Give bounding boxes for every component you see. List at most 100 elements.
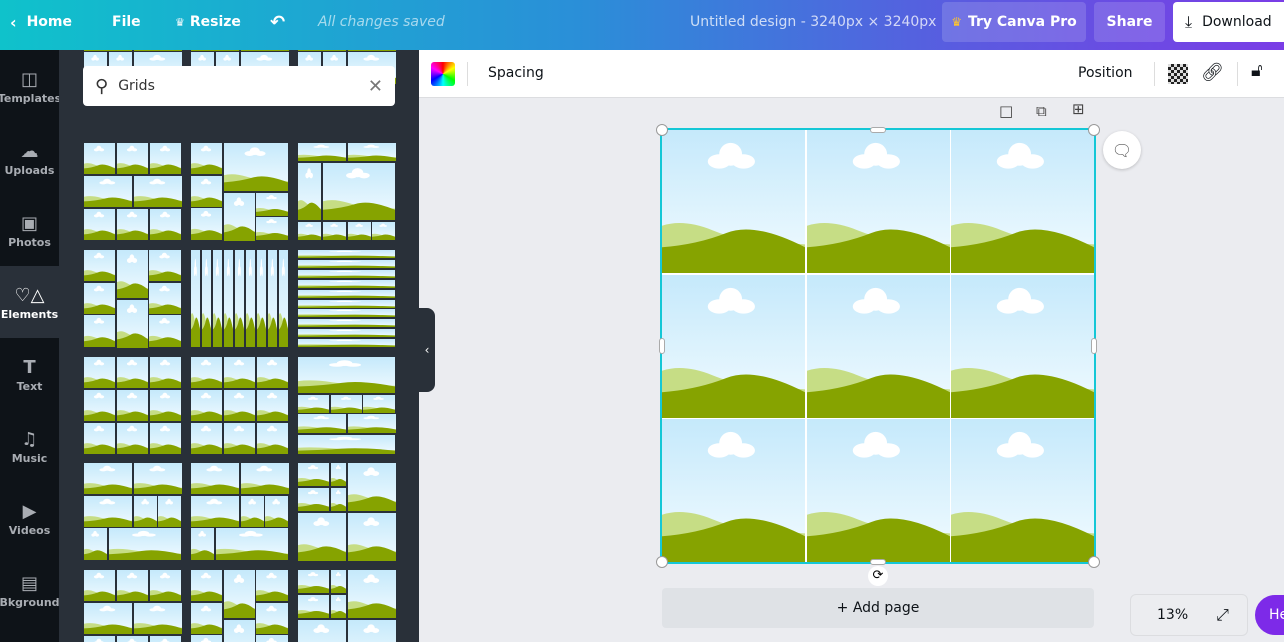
grid-thumbnail[interactable] [83, 249, 182, 348]
home-button[interactable]: ‹Home [10, 0, 72, 44]
color-picker-button[interactable] [431, 62, 455, 86]
link-icon[interactable]: 🔗︎ [1201, 62, 1224, 83]
grid-cell [191, 570, 222, 601]
grid-cell [150, 423, 181, 454]
grid-thumbnail[interactable] [297, 462, 396, 561]
add-page-button[interactable]: + Add page [662, 588, 1094, 628]
collapse-panel-button[interactable]: ‹ [419, 308, 435, 392]
grid-cell [298, 290, 395, 298]
grid-thumbnail[interactable] [190, 142, 289, 241]
share-button[interactable]: Share [1094, 2, 1165, 42]
grid-thumbnail[interactable] [297, 569, 396, 642]
resize-handle[interactable] [1091, 338, 1097, 354]
unlock-icon[interactable]: 🔓︎ [1251, 60, 1263, 81]
divider [1237, 62, 1238, 86]
transparency-icon[interactable] [1168, 64, 1188, 84]
grid-cell [298, 435, 395, 454]
rotate-handle-icon[interactable]: ⟳ [868, 566, 888, 586]
resize-button[interactable]: ♛Resize [175, 0, 241, 44]
grid-thumbnail[interactable] [190, 249, 289, 348]
comment-button[interactable]: 🗨︎ [1103, 131, 1141, 169]
grid-cell [348, 50, 396, 51]
grid-cell [662, 130, 805, 273]
add-page-icon[interactable]: ⊞ [1072, 100, 1085, 118]
resize-handle[interactable] [1088, 556, 1100, 568]
grid-cell [213, 250, 222, 347]
resize-handle[interactable] [656, 556, 668, 568]
resize-label: Resize [189, 14, 241, 30]
rail-item-bkground[interactable]: ▤Bkground [0, 554, 59, 626]
grid-thumbnail[interactable] [190, 569, 289, 642]
grid-cell [149, 283, 181, 314]
elements-panel: ⚲ Grids ✕ [59, 50, 419, 642]
search-input[interactable]: ⚲ Grids ✕ [83, 66, 395, 106]
resize-handle[interactable] [870, 559, 886, 565]
design-canvas[interactable] [660, 128, 1096, 564]
resize-handle[interactable] [870, 127, 886, 133]
grid-cell [298, 250, 395, 258]
background-icon: ▤ [20, 572, 38, 594]
help-button[interactable]: Help [1255, 595, 1284, 635]
grid-thumbnail[interactable] [83, 569, 182, 642]
grid-cell [134, 463, 182, 494]
shapes-icon: ♡△ [14, 284, 45, 306]
rail-item-templates[interactable]: ◫Templates [0, 50, 59, 122]
undo-icon[interactable]: ↶ [270, 11, 286, 33]
grid-cell [331, 463, 346, 486]
grid-cell [268, 250, 277, 347]
grid-thumbnail[interactable] [190, 462, 289, 561]
grid-cell [348, 414, 396, 433]
grid-cell [117, 143, 148, 174]
grid-cell [117, 423, 148, 454]
grid-cell [84, 636, 115, 642]
rail-item-uploads[interactable]: ☁Uploads [0, 122, 59, 194]
rail-item-videos[interactable]: ▶Videos [0, 482, 59, 554]
grid-thumbnail[interactable] [190, 356, 289, 455]
grid-thumbnail[interactable] [297, 249, 396, 348]
grid-cell [149, 250, 181, 281]
try-canva-pro-button[interactable]: ♛Try Canva Pro [942, 2, 1086, 42]
grid-cell [84, 496, 132, 527]
spacing-button[interactable]: Spacing [488, 65, 544, 81]
rail-item-label: Music [11, 451, 48, 465]
grid-cell [117, 250, 148, 298]
zoom-control[interactable]: 13% ⤢ [1130, 594, 1248, 636]
file-menu[interactable]: File [112, 14, 141, 30]
rail-item-label: Uploads [4, 163, 55, 177]
chevron-left-icon: ‹ [10, 12, 17, 32]
grid-thumbnail[interactable] [297, 142, 396, 241]
grid-thumbnail[interactable] [83, 142, 182, 241]
rail-item-music[interactable]: ♫Music [0, 410, 59, 482]
grid-cell [191, 176, 222, 207]
grid-cell [117, 209, 148, 240]
editor-toolbar: Spacing Position 🔗︎ 🔓︎ [419, 50, 1284, 98]
resize-handle[interactable] [659, 338, 665, 354]
duplicate-page-icon[interactable]: ⧉ [1036, 102, 1047, 120]
clear-search-icon[interactable]: ✕ [367, 75, 383, 97]
grid-thumbnail[interactable] [83, 356, 182, 455]
download-label: Download [1202, 14, 1272, 30]
notes-icon[interactable]: □ [999, 102, 1014, 120]
fullscreen-icon[interactable]: ⤢ [1216, 605, 1229, 624]
download-button[interactable]: ⤓Download [1173, 2, 1284, 42]
grid-thumbnail[interactable] [83, 462, 182, 561]
resize-handle[interactable] [656, 124, 668, 136]
design-title[interactable]: Untitled design - 3240px × 3240px [690, 14, 937, 30]
grid-cell [279, 250, 288, 347]
grid-cell [241, 496, 264, 527]
grid-cell [331, 570, 346, 593]
grid-thumbnail[interactable] [297, 356, 396, 455]
grid-cell [191, 496, 239, 527]
rail-item-elements[interactable]: ♡△Elements [0, 266, 59, 338]
rail-item-photos[interactable]: ▣Photos [0, 194, 59, 266]
grid-cell [298, 488, 329, 511]
grid-cell [298, 163, 321, 220]
resize-handle[interactable] [1088, 124, 1100, 136]
grid-cell [109, 528, 181, 560]
grid-cell [256, 635, 288, 642]
grid-cell [246, 250, 255, 347]
position-button[interactable]: Position [1078, 65, 1133, 81]
template-icon: ◫ [20, 68, 38, 90]
rail-item-label: Videos [8, 523, 51, 537]
